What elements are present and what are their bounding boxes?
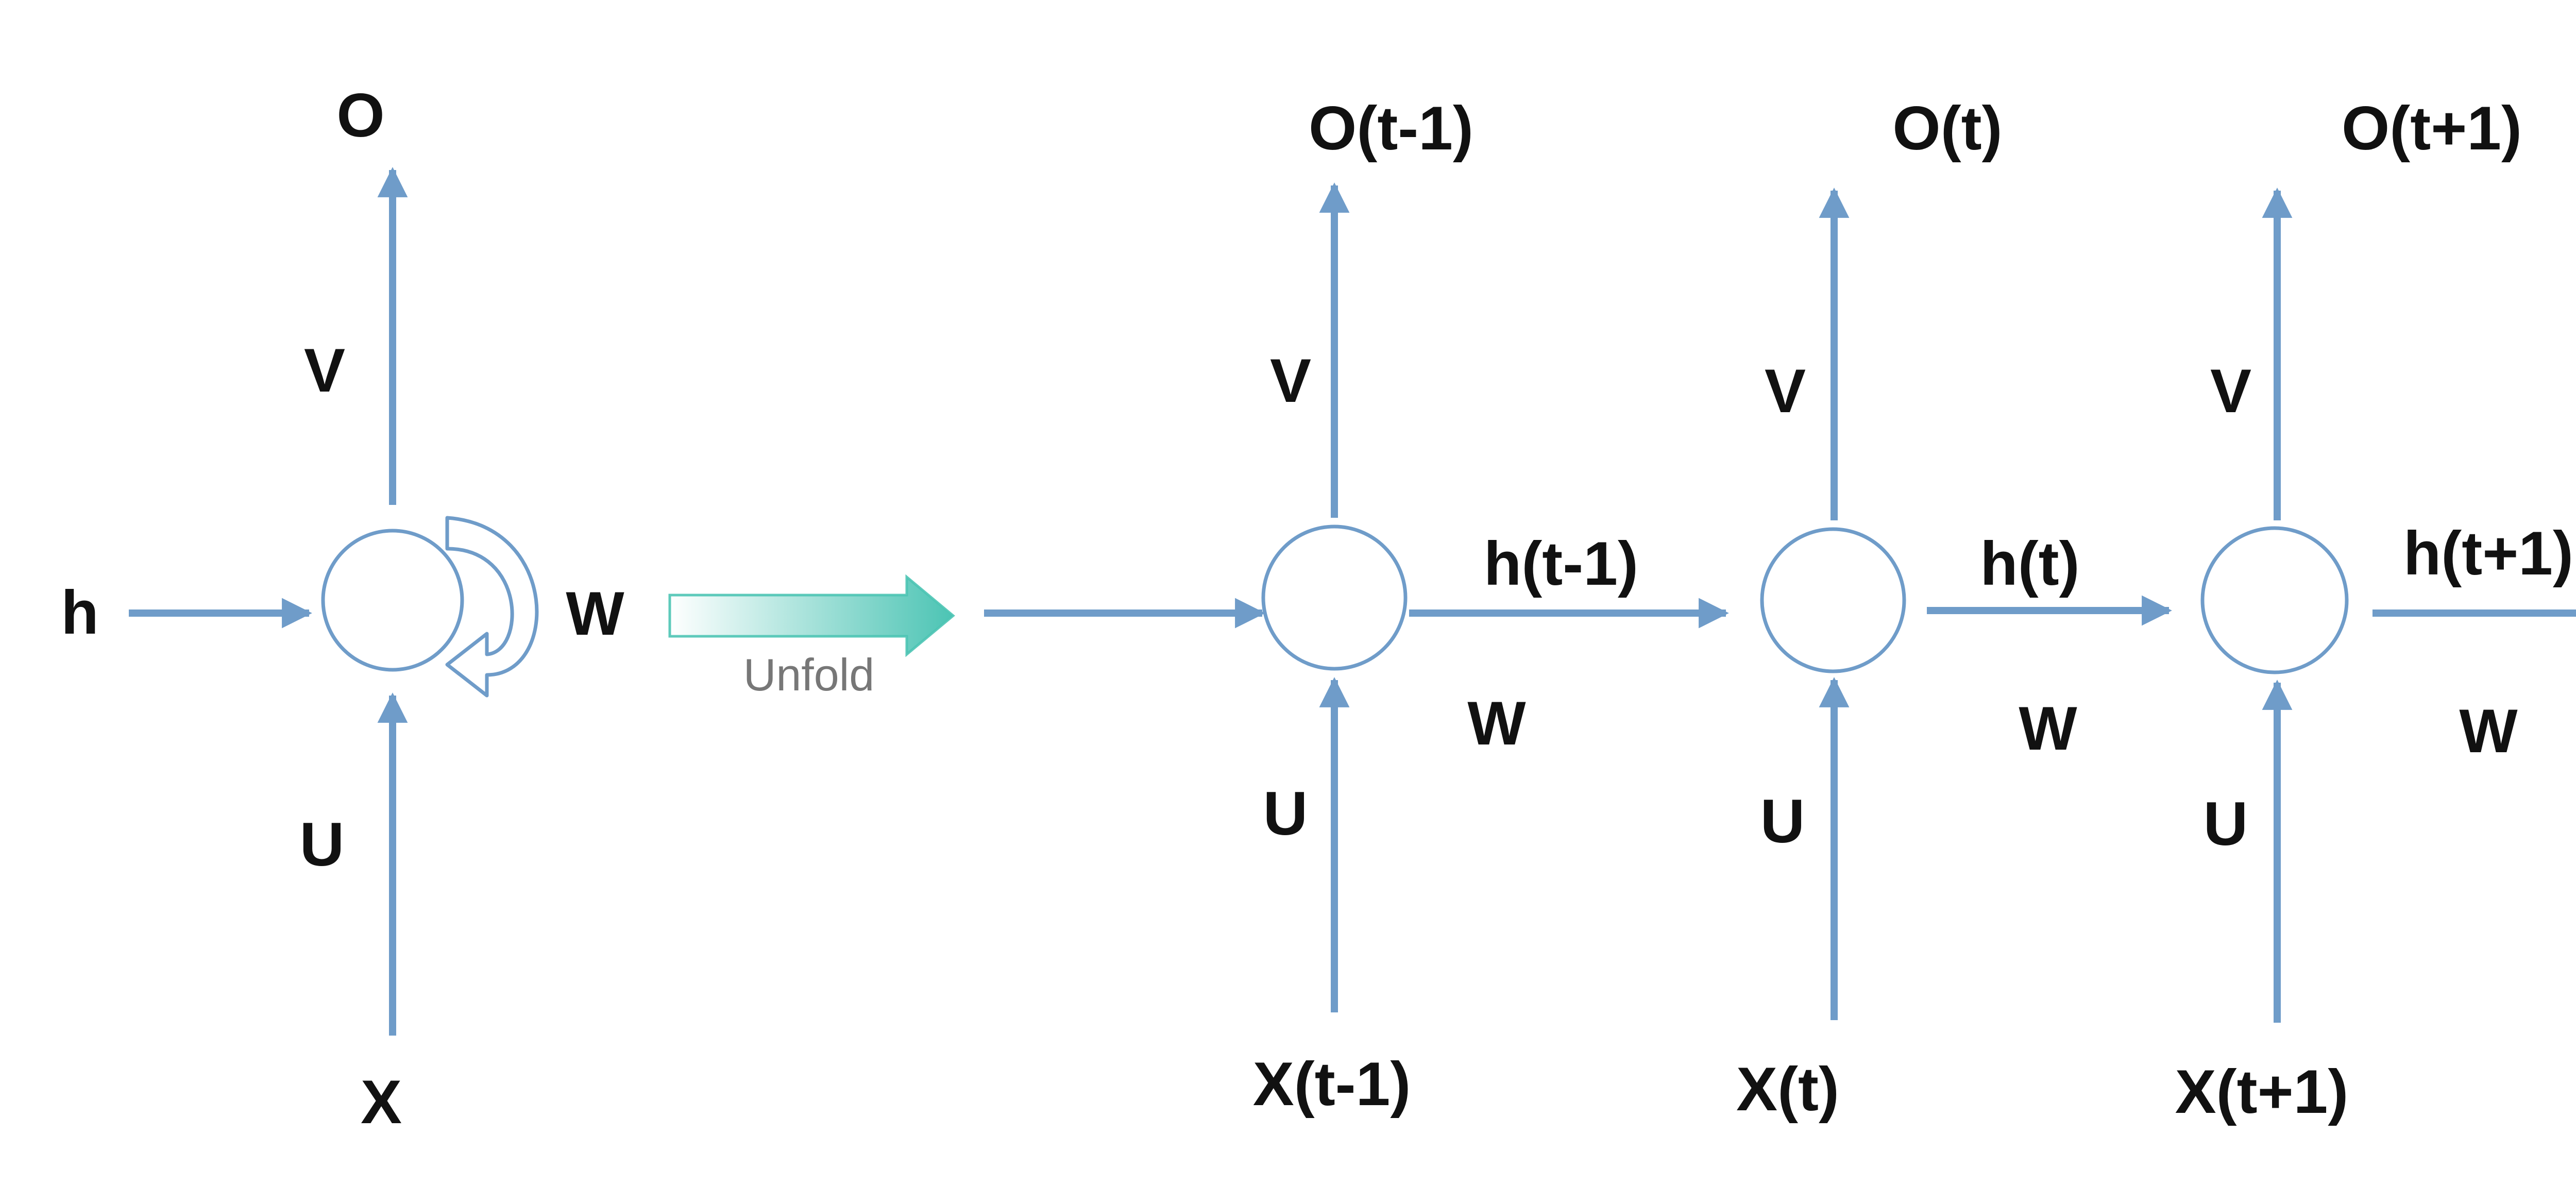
output-label: O(t): [1892, 94, 2002, 163]
rec-weight-label: W: [2019, 694, 2077, 763]
folded-out-weight-label: V: [304, 336, 345, 405]
rec-weight-label: W: [2459, 697, 2518, 766]
input-label: X(t): [1736, 1055, 1839, 1124]
folded-in-weight-label: U: [300, 810, 345, 879]
folded-rec-weight-label: W: [566, 579, 624, 648]
folded-hidden-label: h: [61, 578, 98, 647]
in-weight-label: U: [1263, 779, 1308, 848]
step-t-plus-1: O(t+1) V h(t+1) W U X(t+1): [2175, 94, 2576, 1126]
unfold-arrow: Unfold: [668, 574, 955, 700]
out-weight-label: V: [2210, 357, 2251, 426]
in-weight-label: U: [1760, 787, 1805, 856]
folded-rnn: O V h W U X: [61, 81, 624, 1137]
step-t-minus-1: O(t-1) V h(t-1) W U X(t-1): [1253, 94, 1729, 1119]
out-weight-label: V: [1765, 357, 1806, 426]
unfold-label: Unfold: [743, 649, 874, 700]
in-weight-label: U: [2204, 789, 2248, 858]
step-t: O(t) V h(t) W U X(t): [1736, 94, 2172, 1124]
folded-input-label: X: [361, 1068, 402, 1137]
input-label: X(t+1): [2175, 1057, 2349, 1126]
rec-weight-label: W: [1467, 689, 1526, 758]
folded-recurrent-loop-icon: [445, 516, 539, 698]
hidden-node: [2200, 526, 2349, 674]
folded-output-label: O: [336, 81, 384, 150]
hidden-label: h(t+1): [2403, 519, 2573, 588]
hidden-node: [1760, 527, 1906, 673]
hidden-label: h(t-1): [1484, 529, 1638, 598]
hidden-node: [1261, 524, 1408, 671]
out-weight-label: V: [1270, 346, 1311, 415]
unfold-arrow-icon: [668, 574, 955, 657]
input-label: X(t-1): [1253, 1049, 1411, 1119]
output-label: O(t+1): [2342, 94, 2522, 163]
hidden-label: h(t): [1980, 529, 2079, 598]
output-label: O(t-1): [1309, 94, 1473, 163]
folded-hidden-node: [321, 529, 464, 672]
unfolded-rnn: O(t-1) V h(t-1) W U X(t-1) O(t) V h(t) W…: [984, 94, 2576, 1126]
